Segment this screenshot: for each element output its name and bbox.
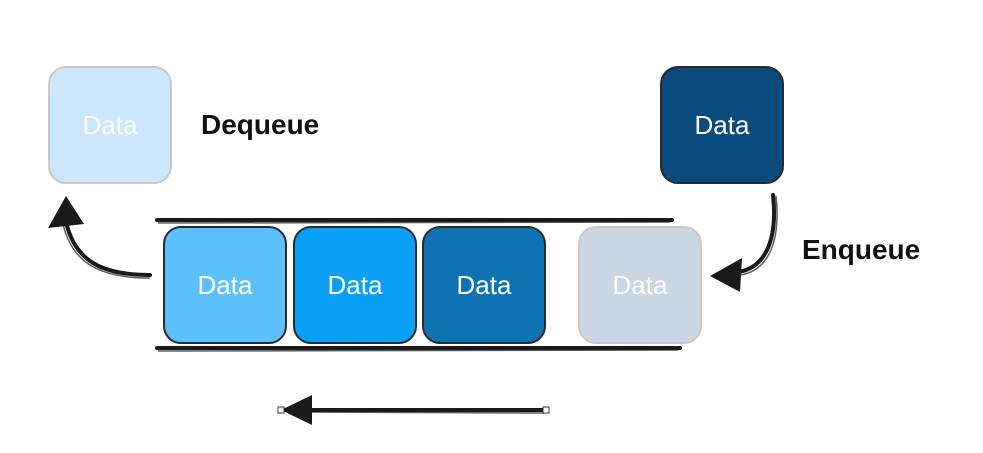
enqueued-data-box: Data [660,66,784,184]
queue-item-label: Data [327,269,383,300]
queue-item: Data [422,226,546,344]
dequeue-label: Dequeue [201,109,320,140]
queue-item-incoming: Data [578,226,702,344]
queue-item-label: Data [612,269,668,300]
queue-item-label: Data [197,269,253,300]
direction-arrow [277,395,550,425]
enqueue-label: Enqueue [802,234,921,265]
dequeued-data-box: Data [48,66,172,184]
enqueued-data-label: Data [694,109,750,140]
dequeue-arrow [48,196,152,279]
queue-item: Data [293,226,417,344]
direction-arrow-end-handle [542,406,550,414]
direction-arrow-start-handle [277,406,285,414]
enqueue-arrow [710,193,778,292]
dequeued-data-label: Data [82,109,138,140]
queue-item: Data [163,226,287,344]
queue-item-label: Data [456,269,512,300]
